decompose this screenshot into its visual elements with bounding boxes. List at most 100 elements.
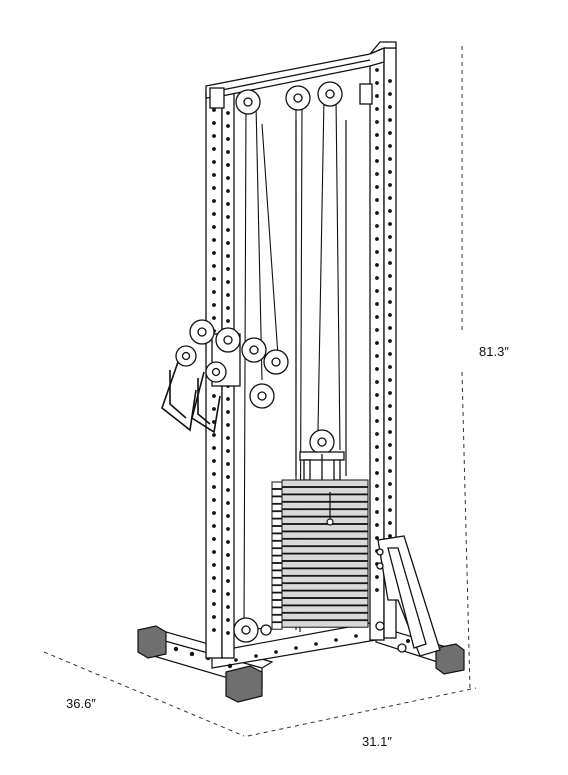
upright-hole bbox=[375, 107, 379, 111]
upright-hole bbox=[212, 576, 216, 580]
weight-plate-side bbox=[271, 511, 283, 519]
upright-hole bbox=[226, 150, 230, 154]
upright-hole bbox=[212, 264, 216, 268]
upright-hole bbox=[388, 391, 392, 395]
weight-plate-side bbox=[271, 607, 283, 615]
upright-hole bbox=[375, 315, 379, 319]
upright-hole bbox=[226, 280, 230, 284]
weight-plate-side bbox=[271, 555, 283, 564]
weight-plate-side bbox=[271, 585, 283, 593]
upright-hole bbox=[388, 313, 392, 317]
upright-hole bbox=[388, 196, 392, 200]
upright-hole bbox=[226, 241, 230, 245]
upright-hole bbox=[212, 628, 216, 632]
weight-plate bbox=[281, 612, 369, 621]
upright-hole bbox=[212, 407, 216, 411]
upright-hole bbox=[212, 134, 216, 138]
weight-plates bbox=[271, 479, 369, 630]
upright-hole bbox=[226, 189, 230, 193]
upright-hole bbox=[388, 365, 392, 369]
upright-hole bbox=[388, 378, 392, 382]
upright-hole bbox=[388, 508, 392, 512]
upright-hole bbox=[388, 235, 392, 239]
weight-plate bbox=[281, 605, 369, 613]
upright-hole bbox=[375, 458, 379, 462]
upright-hole bbox=[388, 222, 392, 226]
upright-hole bbox=[226, 566, 230, 570]
weight-plate-side bbox=[271, 622, 283, 630]
upright-hole bbox=[226, 319, 230, 323]
stirrup-handles bbox=[161, 361, 221, 434]
upright-hole bbox=[212, 316, 216, 320]
upright-hole bbox=[212, 472, 216, 476]
upright-hole bbox=[375, 341, 379, 345]
upright-hole bbox=[388, 92, 392, 96]
upright-hole bbox=[388, 105, 392, 109]
upright-hole bbox=[388, 430, 392, 434]
upright-hole bbox=[388, 521, 392, 525]
upright-hole bbox=[212, 602, 216, 606]
upright-hole bbox=[388, 157, 392, 161]
weight-plate-side bbox=[271, 525, 283, 534]
upright-hole bbox=[375, 94, 379, 98]
upright-hole bbox=[375, 224, 379, 228]
upright-hole bbox=[388, 339, 392, 343]
upright-hole bbox=[375, 523, 379, 527]
upright-hole bbox=[226, 410, 230, 414]
upright-hole bbox=[212, 121, 216, 125]
weight-plate bbox=[281, 531, 369, 539]
upright-hole bbox=[226, 397, 230, 401]
upright-hole bbox=[212, 498, 216, 502]
upright-hole bbox=[226, 475, 230, 479]
upright-hole bbox=[388, 404, 392, 408]
upright-hole bbox=[226, 618, 230, 622]
weight-plate bbox=[281, 568, 369, 576]
upright-hole bbox=[388, 183, 392, 187]
upright-hole bbox=[375, 81, 379, 85]
right-upright bbox=[369, 41, 397, 641]
weight-plate-side bbox=[271, 599, 283, 608]
upright-hole bbox=[226, 579, 230, 583]
storage-bracket bbox=[375, 535, 441, 657]
upright-hole bbox=[226, 436, 230, 440]
upright-hole bbox=[388, 274, 392, 278]
height-dimension-line bbox=[461, 46, 471, 691]
upright-hole bbox=[375, 133, 379, 137]
weight-plate-side bbox=[271, 540, 283, 549]
upright-hole bbox=[212, 524, 216, 528]
upright-hole bbox=[212, 394, 216, 398]
width-dimension-line bbox=[247, 687, 477, 737]
weight-plate bbox=[281, 486, 369, 495]
weight-plate-side bbox=[271, 496, 283, 504]
upright-hole bbox=[375, 536, 379, 540]
weight-plate-side bbox=[271, 518, 283, 527]
upright-hole bbox=[388, 469, 392, 473]
upright-hole bbox=[212, 459, 216, 463]
weight-plate-side bbox=[271, 488, 283, 497]
upright-hole bbox=[388, 170, 392, 174]
upright-hole bbox=[212, 225, 216, 229]
upright-hole bbox=[388, 534, 392, 538]
weight-plate bbox=[281, 590, 369, 599]
upright-hole bbox=[212, 238, 216, 242]
upright-hole bbox=[375, 575, 379, 579]
upright-hole bbox=[388, 248, 392, 252]
weight-plate bbox=[281, 575, 369, 584]
upright-hole bbox=[388, 456, 392, 460]
upright-hole bbox=[226, 176, 230, 180]
weight-plate bbox=[281, 501, 369, 510]
upright-hole bbox=[375, 211, 379, 215]
upright-hole bbox=[388, 131, 392, 135]
upright-hole bbox=[375, 172, 379, 176]
weight-plate bbox=[281, 546, 369, 554]
weight-plate bbox=[281, 523, 369, 532]
guide-rods bbox=[295, 120, 347, 476]
upright-hole bbox=[226, 137, 230, 141]
weight-plate-side bbox=[271, 614, 283, 623]
upright-hole bbox=[375, 354, 379, 358]
upright-hole bbox=[375, 237, 379, 241]
upright-hole bbox=[226, 202, 230, 206]
weight-plate bbox=[281, 583, 369, 591]
upright-hole bbox=[212, 147, 216, 151]
